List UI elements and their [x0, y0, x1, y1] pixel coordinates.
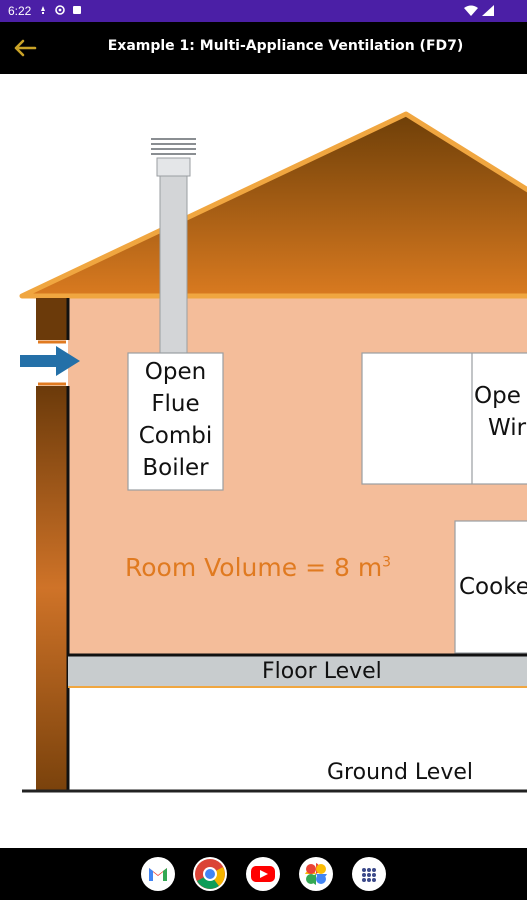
window-label-line: Ope: [474, 383, 521, 409]
app-drawer-icon[interactable]: [352, 857, 386, 891]
back-button[interactable]: [8, 32, 42, 64]
page-title: Example 1: Multi-Appliance Ventilation (…: [107, 38, 464, 54]
taskbar: [0, 848, 527, 900]
arrow-left-icon: [14, 39, 37, 57]
ground-level-label: Ground Level: [327, 760, 473, 785]
window-box: [361, 352, 527, 485]
chrome-icon[interactable]: [193, 857, 227, 891]
room-volume-unit: 3: [382, 554, 392, 571]
window-label-line: Wir: [488, 415, 527, 441]
status-time: 6:22: [8, 4, 32, 18]
youtube-icon[interactable]: [246, 857, 280, 891]
wall-post-lower: [36, 386, 68, 790]
photos-icon[interactable]: [299, 857, 333, 891]
status-bar: 6:22: [0, 0, 527, 22]
cooker-box: [454, 520, 527, 654]
window-label: Ope Wir: [474, 380, 527, 444]
cooker-label: Cooke: [459, 574, 527, 600]
flue-pipe: [151, 138, 196, 355]
app-bar: Example 1: Multi-Appliance Ventilation (…: [0, 22, 527, 74]
media-icon: [73, 6, 81, 14]
roof: [19, 111, 527, 299]
boiler-label-line: Flue: [151, 391, 200, 417]
floor-level-label: Floor Level: [262, 659, 382, 684]
notification-icon: [41, 6, 45, 14]
boiler-label-line: Open: [144, 359, 207, 385]
data-saver-icon: [55, 5, 65, 15]
air-vent-arrow-icon: [20, 346, 80, 376]
room-volume-text: Room Volume = 8 m: [125, 553, 383, 582]
wifi-icon: [464, 5, 478, 16]
ventilation-diagram: Open Flue Combi Boiler Ope Wir Cooke Roo…: [0, 74, 527, 848]
gmail-icon[interactable]: [141, 857, 175, 891]
wall-post-upper: [36, 298, 68, 340]
boiler-label: Open Flue Combi Boiler: [128, 356, 223, 484]
room-volume-label: Room Volume = 8 m3: [125, 553, 391, 582]
boiler-label-line: Combi: [138, 423, 213, 449]
battery-icon: [482, 5, 494, 16]
boiler-box: [127, 352, 224, 491]
boiler-label-line: Boiler: [142, 455, 209, 481]
floor-band: [68, 656, 527, 686]
